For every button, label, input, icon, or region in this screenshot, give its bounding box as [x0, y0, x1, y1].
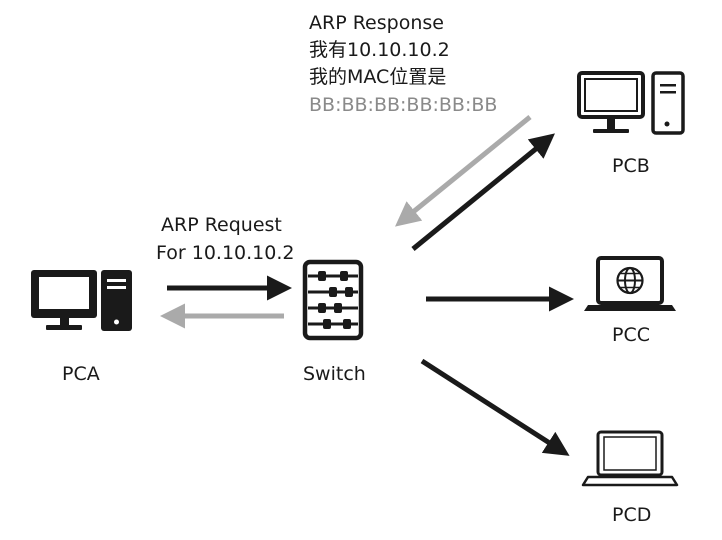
arp-response-mac-caption: 我的MAC位置是: [309, 66, 447, 88]
switch-abacus-icon: [302, 259, 364, 341]
laptop-outline-icon: [581, 430, 679, 487]
desktop-tower-outline-icon: [577, 71, 685, 135]
arrow-broadcast-to-pcb: [411, 133, 555, 251]
arp-request-title: ARP Request: [161, 214, 282, 236]
arrow-reply-pcb-to-switch: [395, 115, 532, 227]
node-label-pcb: PCB: [612, 155, 650, 177]
arp-response-mac-address: BB:BB:BB:BB:BB:BB: [309, 94, 498, 116]
laptop-globe-icon: [584, 256, 676, 311]
desktop-tower-icon: [31, 270, 132, 331]
node-label-pcc: PCC: [612, 324, 650, 346]
node-label-switch: Switch: [303, 363, 366, 385]
arp-response-ip: 我有10.10.10.2: [309, 39, 450, 61]
node-label-pca: PCA: [62, 363, 100, 385]
arp-response-title: ARP Response: [309, 12, 444, 34]
arrow-broadcast-to-pcd: [420, 358, 570, 456]
node-label-pcd: PCD: [612, 504, 652, 526]
arp-request-target: For 10.10.10.2: [156, 242, 295, 264]
